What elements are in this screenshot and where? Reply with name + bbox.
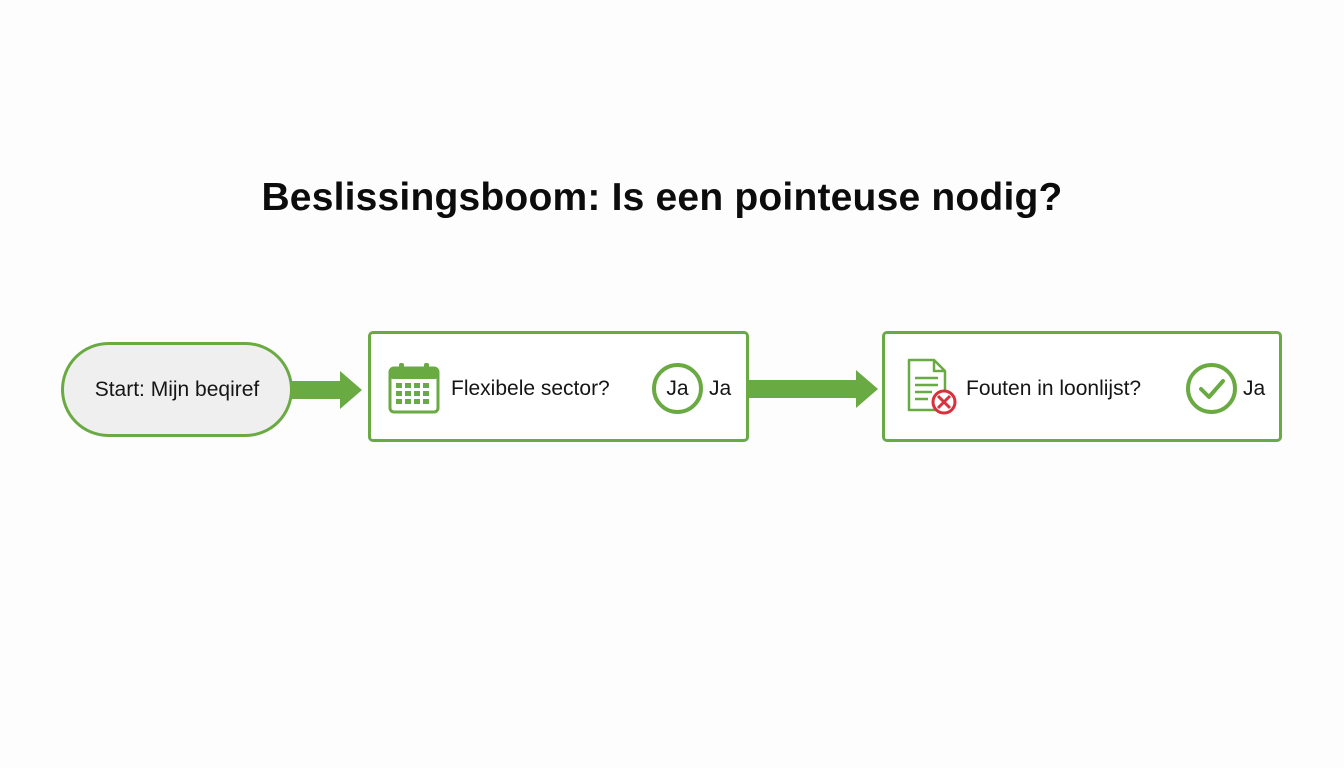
sector-question: Flexibele sector? [451, 377, 610, 400]
decision-node-sector: Flexibele sector? Ja Ja [368, 331, 749, 442]
sector-badge-label: Ja [666, 376, 689, 400]
payroll-question: Fouten in loonlijst? [966, 377, 1142, 400]
start-node: Start: Mijn beqiref [61, 342, 293, 437]
flow-arrow-2 [748, 370, 878, 408]
sector-badge: Ja [652, 363, 703, 414]
document-error-icon [907, 358, 957, 415]
calendar-icon [388, 363, 440, 414]
start-node-label: Start: Mijn beqiref [94, 377, 260, 401]
flow-arrow-1 [292, 371, 362, 409]
page-title: Beslissingsboom: Is een pointeuse nodig? [261, 176, 1063, 219]
checkmark-icon [1198, 378, 1225, 399]
payroll-answer: Ja [1243, 377, 1266, 400]
payroll-badge [1186, 363, 1237, 414]
sector-answer: Ja [709, 377, 732, 400]
decision-node-payroll: Fouten in loonlijst? Ja [882, 331, 1282, 442]
